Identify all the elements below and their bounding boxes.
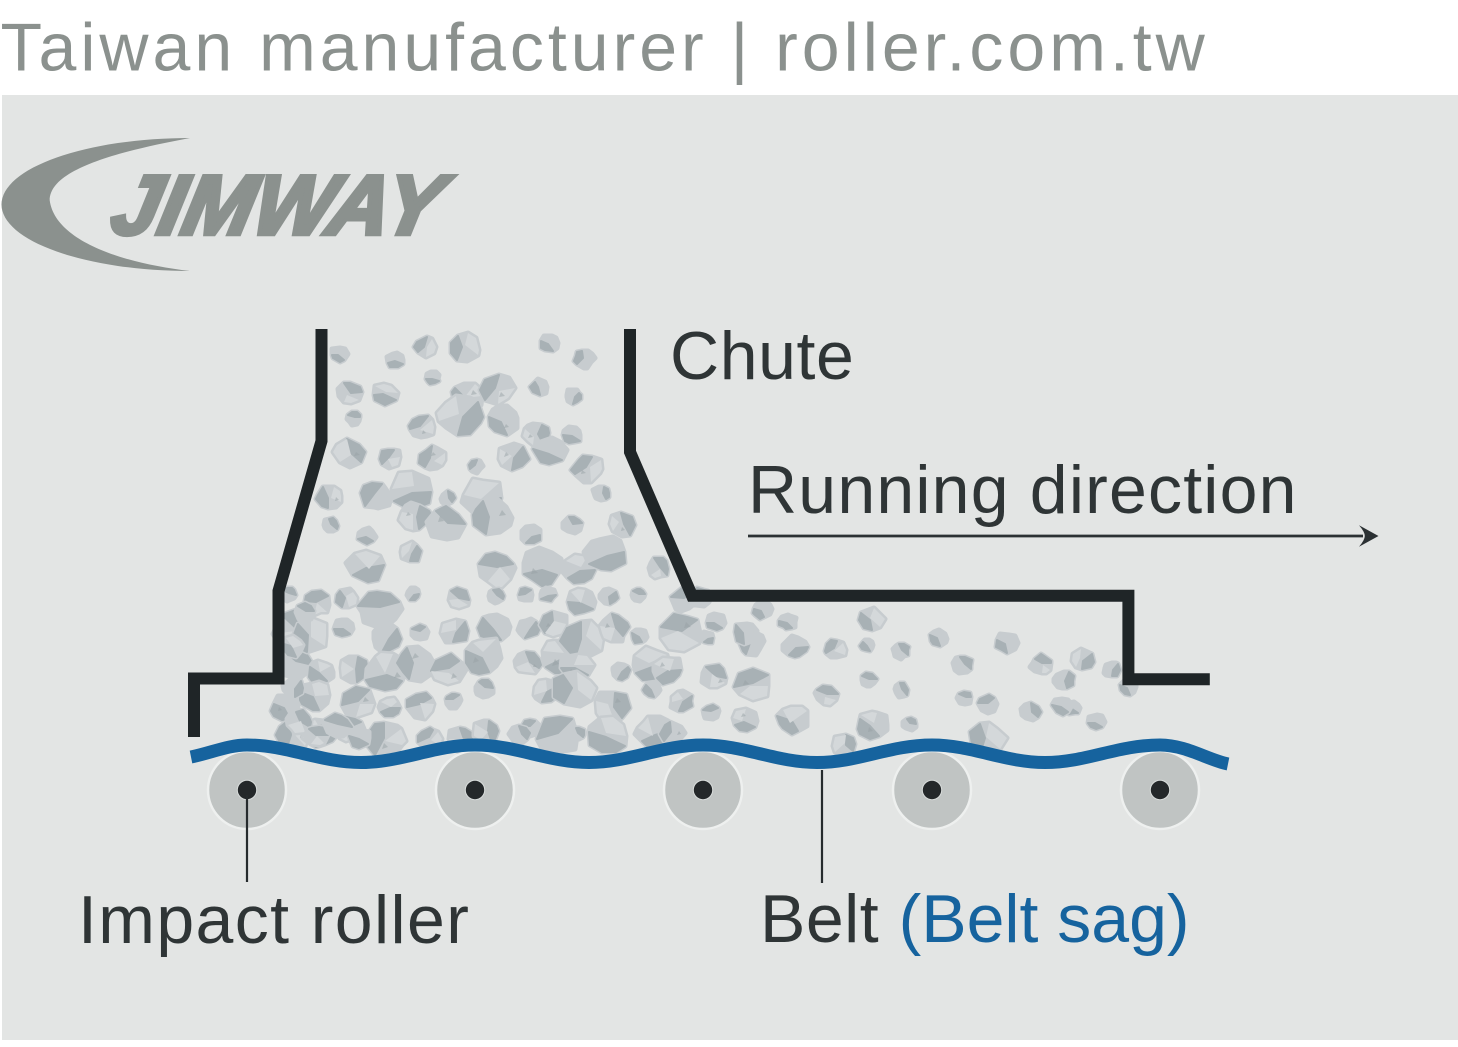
svg-text:JIMWAY: JIMWAY (104, 158, 459, 252)
svg-text:Chute: Chute (670, 318, 854, 394)
svg-text:Belt (Belt sag): Belt (Belt sag) (760, 881, 1190, 957)
svg-text:Impact roller: Impact roller (78, 882, 470, 958)
svg-text:Taiwan manufacturer | roller.c: Taiwan manufacturer | roller.com.tw (1, 10, 1209, 86)
svg-text:Running direction: Running direction (748, 452, 1298, 528)
